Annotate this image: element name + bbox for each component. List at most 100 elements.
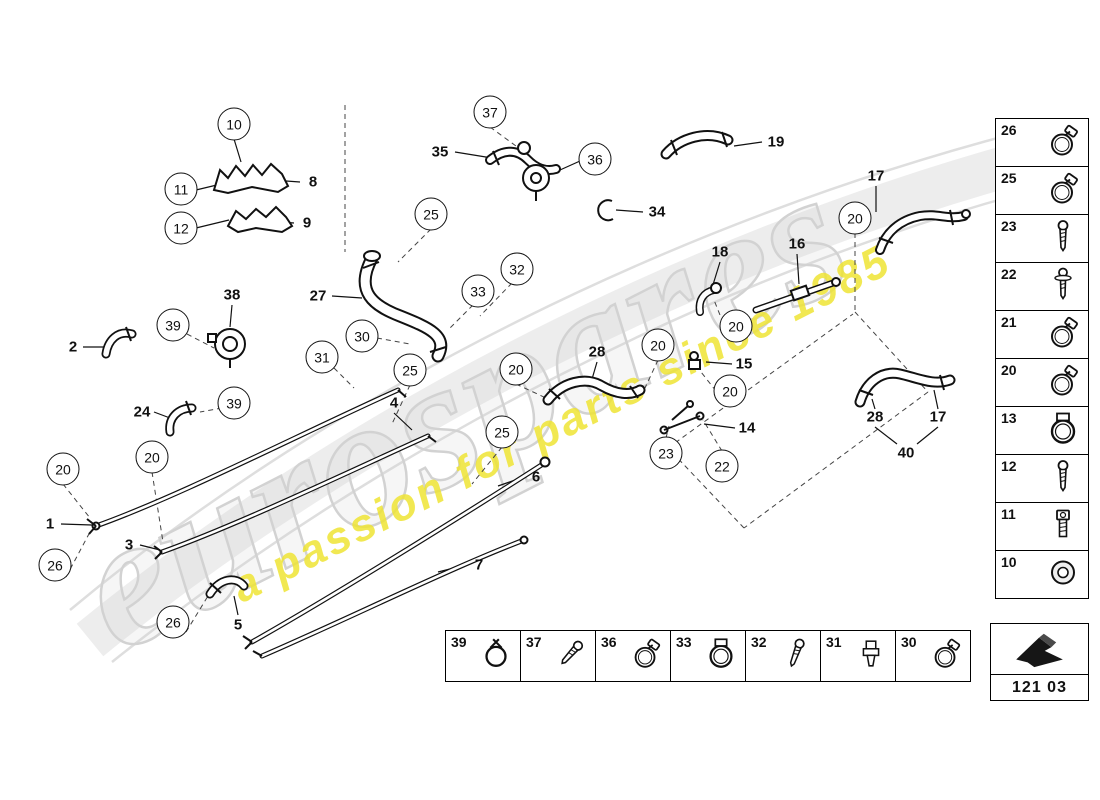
label-38: 38	[223, 286, 241, 304]
callout-30[interactable]: 30	[345, 319, 379, 353]
direction-arrow-icon	[991, 624, 1088, 675]
diagram-code: 121 03	[1012, 678, 1067, 696]
legend-item-30[interactable]: 30	[896, 631, 970, 681]
callout-12[interactable]: 12	[164, 211, 198, 245]
hose-clamp-icon	[1044, 361, 1082, 404]
screw-washer-icon	[1044, 265, 1082, 308]
callout-26-b[interactable]: 26	[156, 605, 190, 639]
callout-25-b[interactable]: 25	[393, 353, 427, 387]
legend-item-23[interactable]: 23	[996, 215, 1088, 263]
label-24: 24	[133, 403, 151, 421]
callout-36[interactable]: 36	[578, 142, 612, 176]
legend-item-22[interactable]: 22	[996, 263, 1088, 311]
screw-icon	[1044, 457, 1082, 500]
callout-10[interactable]: 10	[217, 107, 251, 141]
callout-32[interactable]: 32	[500, 252, 534, 286]
callout-33[interactable]: 33	[461, 274, 495, 308]
callout-11[interactable]: 11	[164, 172, 198, 206]
callout-26-a[interactable]: 26	[38, 548, 72, 582]
legend-item-36[interactable]: 36	[596, 631, 671, 681]
callout-23[interactable]: 23	[649, 436, 683, 470]
callout-39-a[interactable]: 39	[156, 308, 190, 342]
legend-item-32[interactable]: 32	[746, 631, 821, 681]
callout-37[interactable]: 37	[473, 95, 507, 129]
legend-item-39[interactable]: 39	[446, 631, 521, 681]
label-15: 15	[735, 355, 753, 373]
label-17-b: 17	[929, 408, 947, 426]
part-number: 33	[676, 634, 692, 650]
label-27: 27	[309, 287, 327, 305]
label-2: 2	[68, 338, 78, 356]
label-7: 7	[474, 556, 484, 574]
part-number: 26	[1001, 122, 1017, 138]
screw-diagonal-icon	[778, 635, 814, 678]
spring-clamp-icon	[478, 635, 514, 678]
plug-icon	[853, 635, 889, 678]
part-number: 39	[451, 634, 467, 650]
hose-clamp-icon	[928, 635, 964, 678]
callout-20-a[interactable]: 20	[499, 352, 533, 386]
band-clamp-icon	[1044, 409, 1082, 452]
callout-20-e[interactable]: 20	[135, 440, 169, 474]
part-number: 12	[1001, 458, 1017, 474]
label-35: 35	[431, 143, 449, 161]
label-16: 16	[788, 235, 806, 253]
part-number: 37	[526, 634, 542, 650]
legend-item-37[interactable]: 37	[521, 631, 596, 681]
band-clamp-icon	[703, 635, 739, 678]
washer-icon	[1044, 553, 1082, 596]
callout-20-c[interactable]: 20	[719, 309, 753, 343]
part-number: 23	[1001, 218, 1017, 234]
legend-item-11[interactable]: 11	[996, 503, 1088, 551]
legend-item-21[interactable]: 21	[996, 311, 1088, 359]
label-8: 8	[308, 173, 318, 191]
label-28-b: 28	[866, 408, 884, 426]
label-14: 14	[738, 419, 756, 437]
part-number: 32	[751, 634, 767, 650]
legend-item-20[interactable]: 20	[996, 359, 1088, 407]
legend-item-10[interactable]: 10	[996, 551, 1088, 598]
label-28-a: 28	[588, 343, 606, 361]
screw-diagonal-icon	[553, 635, 589, 678]
callout-31[interactable]: 31	[305, 340, 339, 374]
callout-25-a[interactable]: 25	[414, 197, 448, 231]
legend-item-33[interactable]: 33	[671, 631, 746, 681]
part-number: 22	[1001, 266, 1017, 282]
bottom-legend-panel: 39 37 36 33 32	[445, 630, 971, 682]
callout-20-g[interactable]: 20	[838, 201, 872, 235]
part-number: 10	[1001, 554, 1017, 570]
part-number: 36	[601, 634, 617, 650]
callout-20-d[interactable]: 20	[713, 374, 747, 408]
part-number: 25	[1001, 170, 1017, 186]
legend-item-25[interactable]: 25	[996, 167, 1088, 215]
legend-item-13[interactable]: 13	[996, 407, 1088, 455]
callout-39-b[interactable]: 39	[217, 386, 251, 420]
callout-25-c[interactable]: 25	[485, 415, 519, 449]
callout-20-b[interactable]: 20	[641, 328, 675, 362]
bolt-icon	[1044, 505, 1082, 548]
hose-clamp-icon	[628, 635, 664, 678]
label-19: 19	[767, 133, 785, 151]
label-4: 4	[389, 394, 399, 412]
hose-clamp-icon	[1044, 121, 1082, 164]
part-number: 11	[1001, 506, 1016, 522]
label-5: 5	[233, 616, 243, 634]
legend-item-31[interactable]: 31	[821, 631, 896, 681]
label-34: 34	[648, 203, 666, 221]
label-18: 18	[711, 243, 729, 261]
label-3: 3	[124, 536, 134, 554]
side-legend-panel: 26 25 23 22 21	[995, 118, 1089, 599]
part-number: 30	[901, 634, 917, 650]
callout-22[interactable]: 22	[705, 449, 739, 483]
callout-20-f[interactable]: 20	[46, 452, 80, 486]
hose-clamp-icon	[1044, 313, 1082, 356]
diagram-code-box: 121 03	[990, 623, 1089, 701]
part-number: 13	[1001, 410, 1017, 426]
part-number: 31	[826, 634, 842, 650]
label-40: 40	[897, 444, 915, 462]
legend-item-26[interactable]: 26	[996, 119, 1088, 167]
label-6: 6	[531, 468, 541, 486]
part-number: 20	[1001, 362, 1017, 378]
legend-item-12[interactable]: 12	[996, 455, 1088, 503]
